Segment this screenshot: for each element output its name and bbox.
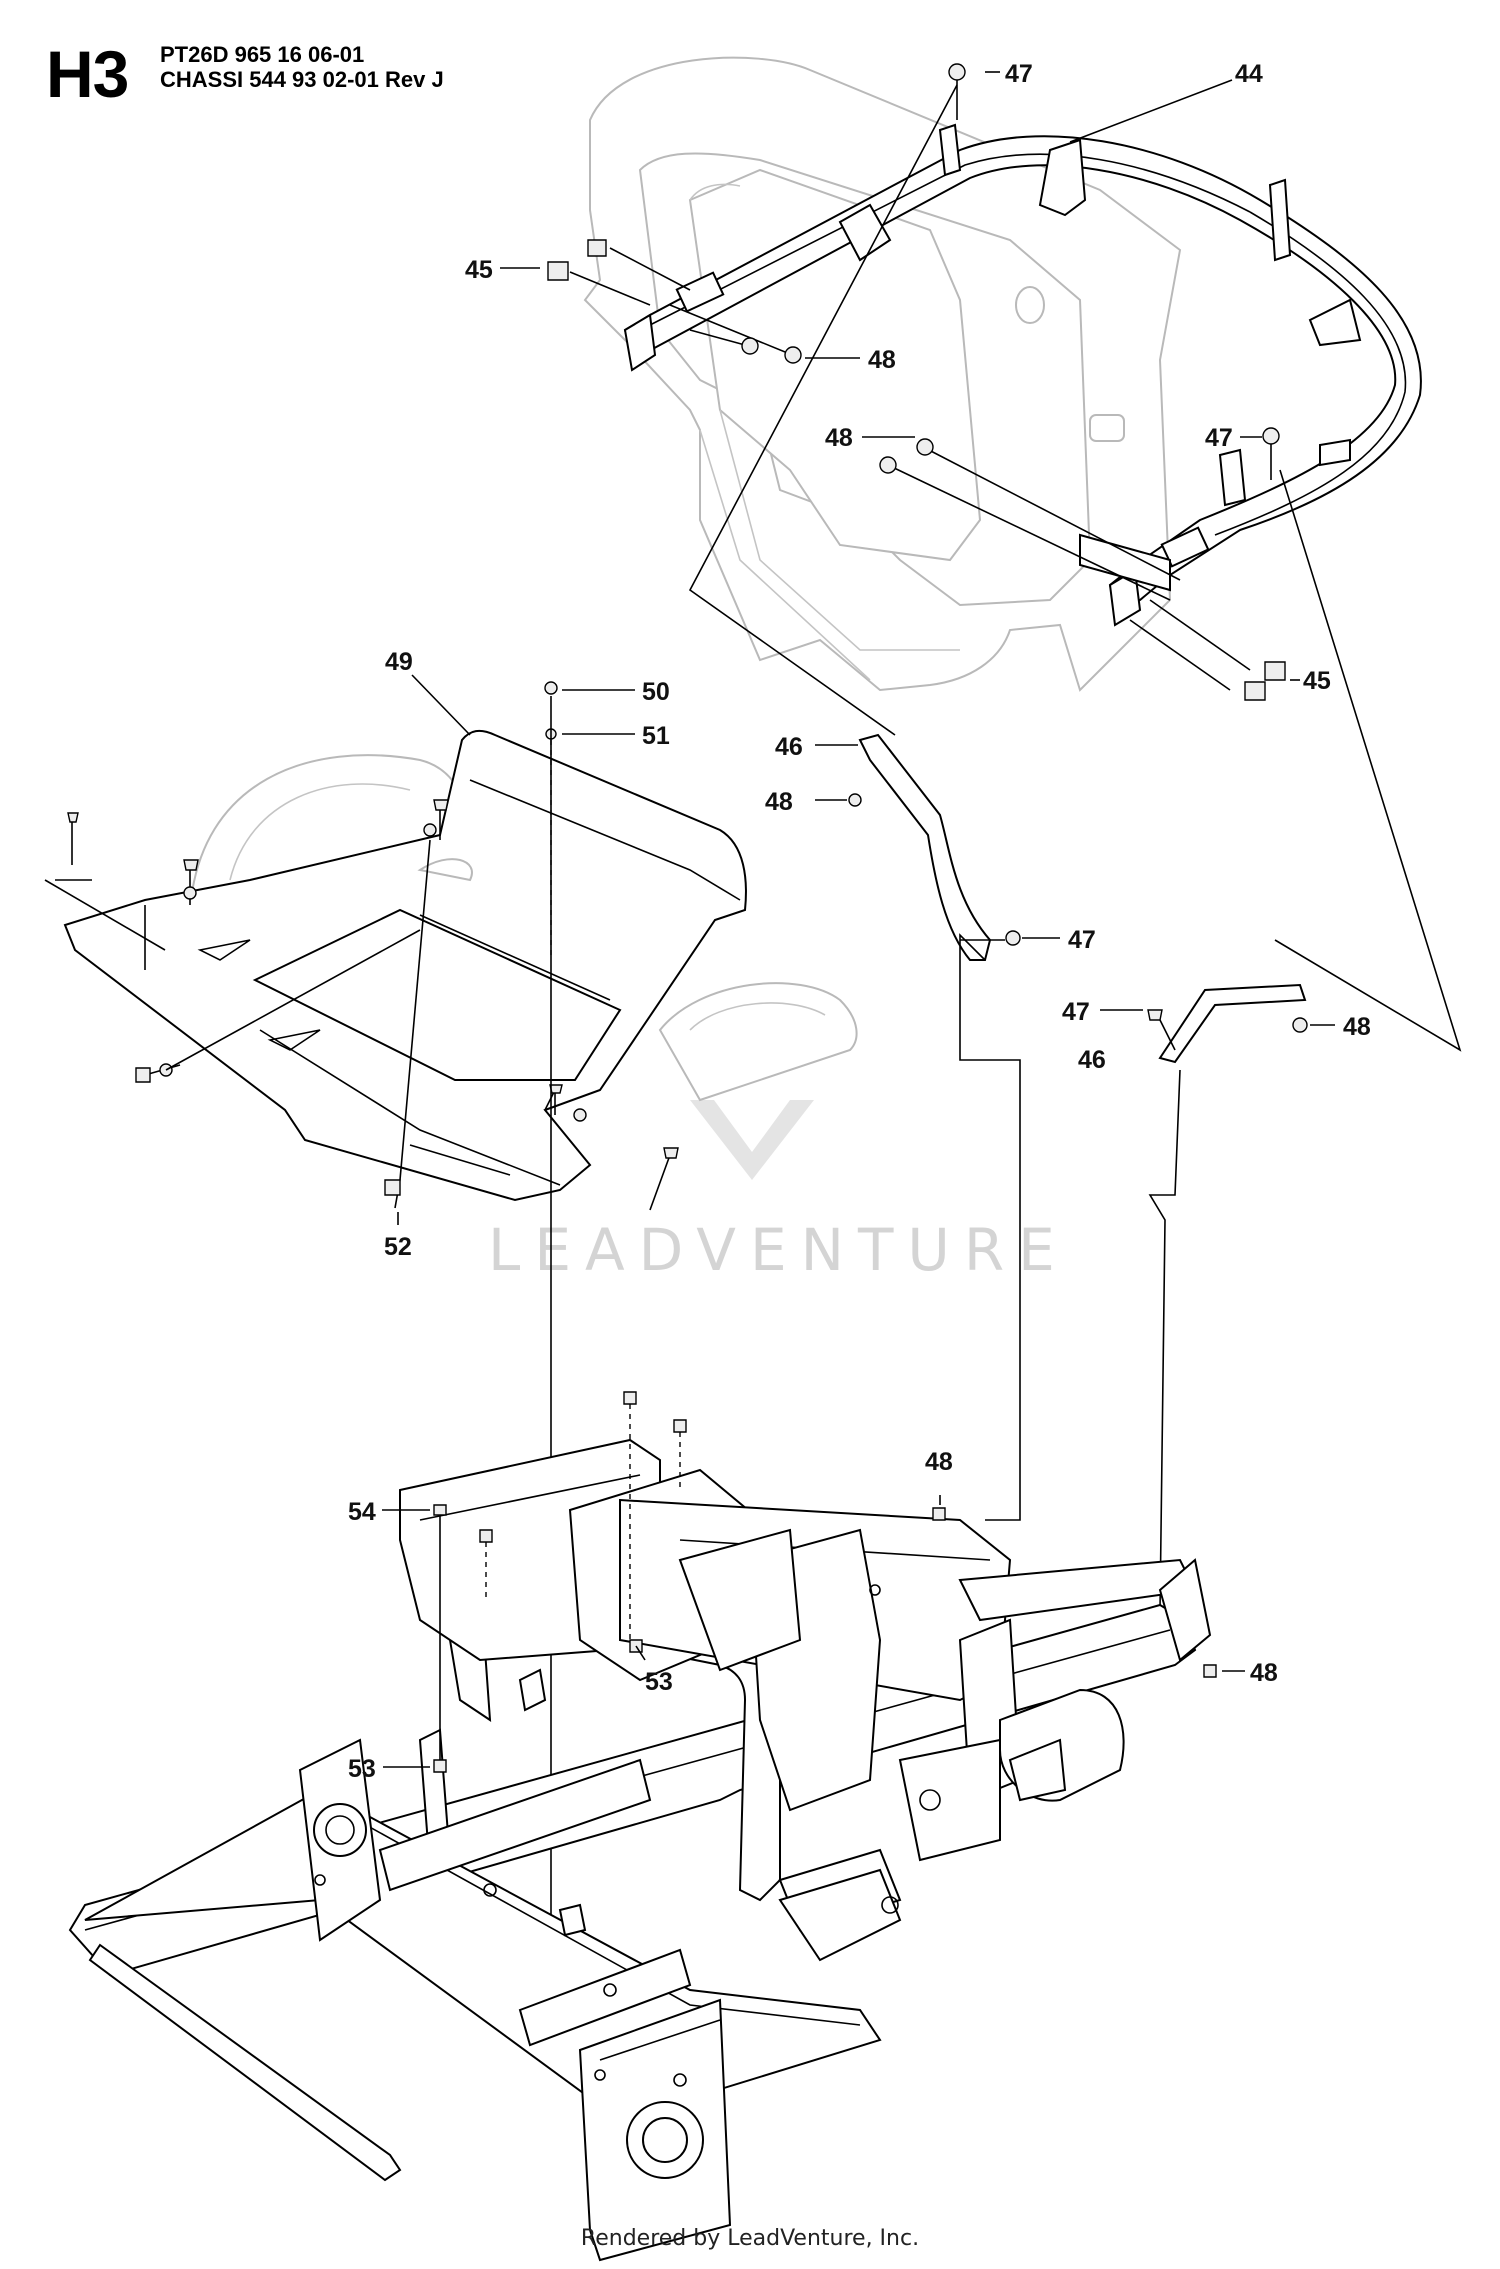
footrest-hardware xyxy=(44,681,679,1211)
callout-48: 48 xyxy=(1250,1659,1278,1687)
callout-47: 47 xyxy=(1205,424,1233,452)
callouts-top: 47 44 45 48 48 47 45 xyxy=(465,60,1331,695)
callout-45: 45 xyxy=(1303,667,1331,695)
callout-46: 46 xyxy=(1078,1046,1106,1074)
chassis-hardware xyxy=(433,1391,1217,1773)
callouts-chassis: 48 54 53 53 48 xyxy=(348,1448,1278,1783)
callout-47: 47 xyxy=(1005,60,1033,88)
seat-frame-tube xyxy=(623,123,1422,627)
callout-45: 45 xyxy=(465,256,493,284)
footrest-floor-plate xyxy=(63,729,747,1202)
sheet-code: H3 xyxy=(46,37,129,111)
arm-to-chassis-leaders xyxy=(959,933,1196,1641)
watermark-text: LEADVENTURE xyxy=(488,1216,1069,1284)
callout-48: 48 xyxy=(868,346,896,374)
callout-48: 48 xyxy=(765,788,793,816)
callouts-arms: 46 48 47 47 46 48 xyxy=(765,733,1371,1074)
callout-48: 48 xyxy=(1343,1013,1371,1041)
callout-48: 48 xyxy=(825,424,853,452)
callouts-footrest: 49 50 51 52 xyxy=(384,648,670,1261)
callout-44: 44 xyxy=(1235,60,1263,88)
callout-54: 54 xyxy=(348,1498,376,1526)
callout-52: 52 xyxy=(384,1233,412,1261)
support-arm-left xyxy=(848,733,1021,961)
callout-49: 49 xyxy=(385,648,413,676)
callout-47: 47 xyxy=(1068,926,1096,954)
seat-frame-leaders xyxy=(688,84,1462,1052)
callout-51: 51 xyxy=(642,722,670,750)
callout-50: 50 xyxy=(642,678,670,706)
support-arm-right xyxy=(1147,983,1308,1064)
callout-53: 53 xyxy=(348,1755,376,1783)
model-number: PT26D 965 16 06-01 xyxy=(160,42,365,67)
render-credit: Rendered by LeadVenture, Inc. xyxy=(580,2226,920,2251)
callout-53: 53 xyxy=(645,1668,673,1696)
callout-47: 47 xyxy=(1062,998,1090,1026)
seat-pan-ghost xyxy=(583,56,1182,692)
callout-48: 48 xyxy=(925,1448,953,1476)
main-chassis-frame xyxy=(68,1438,1212,2262)
callout-46: 46 xyxy=(775,733,803,761)
assembly-number: CHASSI 544 93 02-01 Rev J xyxy=(160,67,444,92)
seat-frame-hardware xyxy=(547,63,1286,701)
